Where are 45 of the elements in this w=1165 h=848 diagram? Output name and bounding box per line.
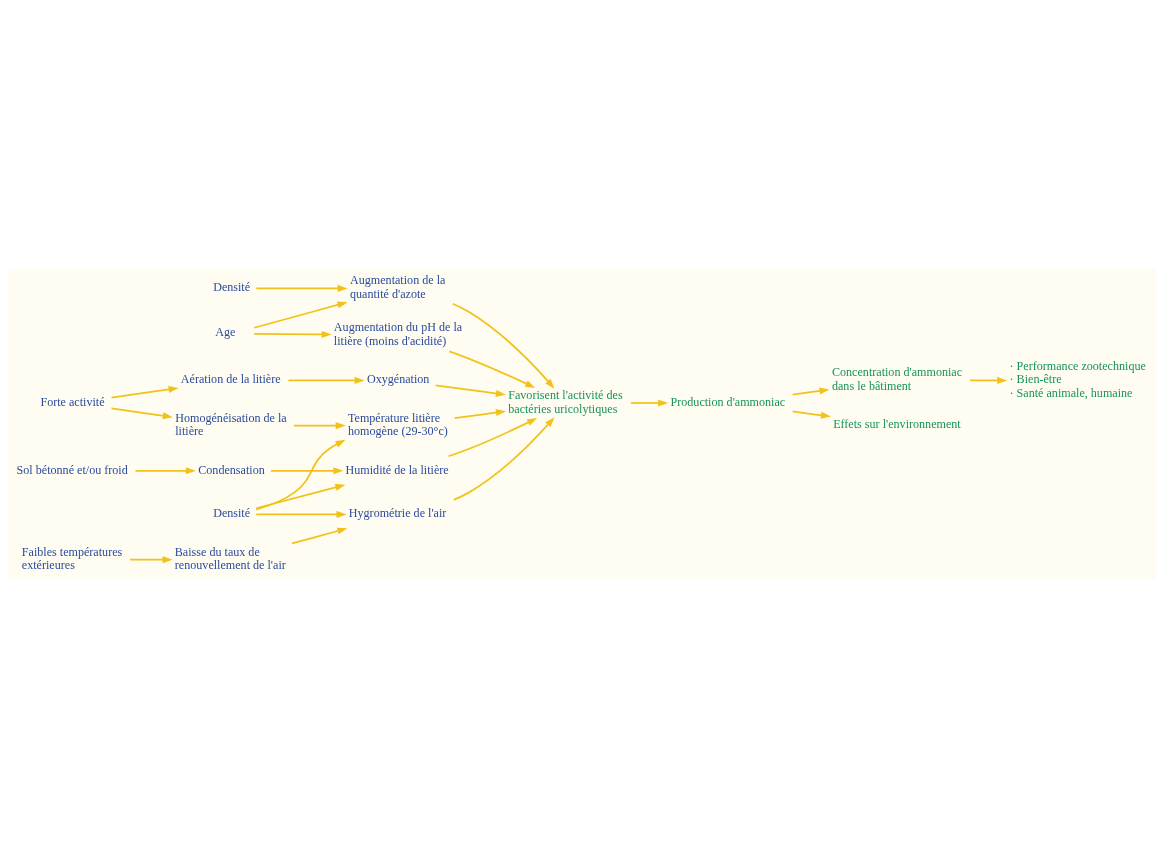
arrow xyxy=(287,376,365,384)
arrow xyxy=(291,527,348,545)
node-text: Température litière homogène (29-30°c) xyxy=(347,410,448,439)
arrow xyxy=(253,330,332,338)
arrow xyxy=(451,302,555,389)
arrow xyxy=(255,483,346,510)
arrow xyxy=(452,417,555,501)
arrow xyxy=(255,439,346,511)
arrow xyxy=(255,284,348,292)
arrow xyxy=(434,384,506,397)
arrow xyxy=(293,422,346,430)
node-text: Concentration d'ammoniac dans le bâtiment xyxy=(831,365,963,394)
arrow xyxy=(134,467,196,475)
node-text: Densité xyxy=(213,280,251,295)
node-text: Age xyxy=(215,325,236,340)
arrow xyxy=(447,418,538,458)
node-text: Forte activité xyxy=(40,394,105,409)
arrow xyxy=(110,407,173,420)
node-text: Hygrométrie de l'air xyxy=(348,506,447,521)
node-text: Aération de la litière xyxy=(180,372,281,387)
node-text: Oxygénation xyxy=(366,372,430,387)
arrow xyxy=(791,410,831,419)
node-text: Faibles températures extérieures xyxy=(21,544,123,573)
node-text: Densité xyxy=(213,506,251,521)
node-text: Augmentation de la quantité d'azote xyxy=(350,273,446,302)
arrow xyxy=(969,376,1008,384)
arrow xyxy=(129,556,173,564)
node-text: Augmentation du pH de la litière (moins d'acidité) xyxy=(333,320,463,348)
arrow xyxy=(448,350,536,388)
arrow xyxy=(630,399,669,407)
node-text: Production d'ammoniac xyxy=(670,394,786,409)
node-text: Sol bétonné et/ou froid xyxy=(16,462,128,477)
node-text: Condensation xyxy=(198,462,265,477)
arrow xyxy=(791,387,830,396)
node-text: Baisse du taux de renouvellement de l'air xyxy=(174,544,286,573)
node-text: Effets sur l'environnement xyxy=(833,417,961,432)
node-text: Humidité de la litière xyxy=(345,462,449,477)
node-text: Favorisent l'activité des bactéries uricolytiques xyxy=(508,387,623,416)
arrow xyxy=(110,385,179,399)
node-text: · Performance zootechnique · Bien-être · Santé animale, humaine xyxy=(1009,358,1146,400)
arrow xyxy=(253,301,348,329)
arrow xyxy=(270,467,344,475)
arrow xyxy=(453,409,506,420)
node-text: Homogénéisation de la litière xyxy=(175,410,287,439)
arrow xyxy=(255,510,347,518)
